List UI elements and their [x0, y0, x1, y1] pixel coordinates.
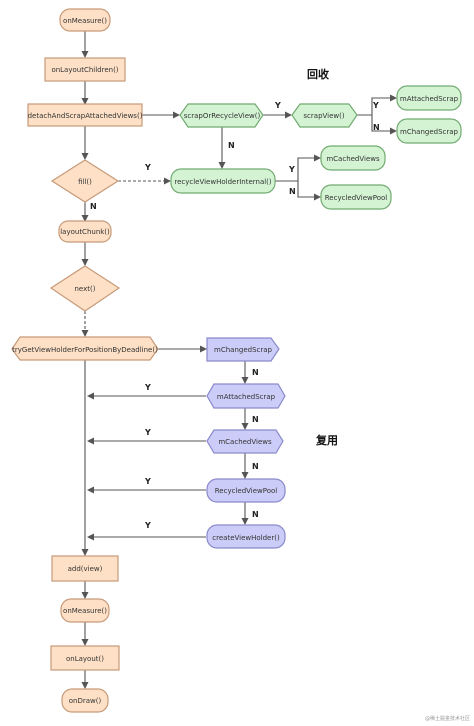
svg-text:mCachedViews: mCachedViews [326, 155, 380, 163]
node-recycle-mchangedscrap: mChangedScrap [396, 118, 462, 144]
svg-text:add(view): add(view) [68, 565, 103, 573]
node-ondraw: onDraw() [61, 688, 109, 713]
yes-label-cached: Y [288, 165, 295, 174]
svg-text:mChangedScrap: mChangedScrap [214, 346, 273, 354]
yes-label-reuse-1: Y [144, 383, 151, 392]
node-reuse-mchangedscrap: mChangedScrap [206, 337, 280, 362]
node-recycleviewholderinternal: recycleViewHolderInternal() [170, 168, 276, 194]
no-label-reuse-4: N [252, 510, 259, 519]
no-label-reuse-2: N [252, 415, 259, 424]
svg-text:RecycledViewPool: RecycledViewPool [325, 194, 388, 202]
no-label-changed: N [373, 123, 380, 132]
node-fill-decision: fill() [50, 159, 120, 203]
node-reuse-mattachedscrap: mAttachedScrap [206, 383, 286, 409]
node-onlayout: onLayout() [50, 645, 120, 671]
node-onlayoutchildren: onLayoutChildren() [44, 57, 126, 82]
svg-text:onLayoutChildren(): onLayoutChildren() [51, 66, 118, 74]
node-next-decision: next() [49, 265, 121, 312]
svg-text:tryGetViewHolderForPositionByD: tryGetViewHolderForPositionByDeadline() [12, 346, 158, 354]
svg-text:fill(): fill() [78, 178, 92, 186]
node-createviewholder: createViewHolder() [206, 524, 286, 549]
node-reuse-recycledviewpool: RecycledViewPool [206, 478, 286, 503]
node-recycle-mattachedscrap: mAttachedScrap [396, 85, 462, 111]
svg-text:next(): next() [75, 285, 96, 293]
svg-text:scrapOrRecycleView(): scrapOrRecycleView() [184, 112, 261, 120]
node-recycle-recycledviewpool: RecycledViewPool [320, 184, 392, 210]
svg-text:mAttachedScrap: mAttachedScrap [217, 393, 276, 401]
recycle-section-title: 回收 [307, 67, 329, 81]
no-label-fill: N [90, 202, 97, 211]
svg-text:createViewHolder(): createViewHolder() [212, 534, 280, 542]
svg-text:layoutChunk(): layoutChunk() [60, 228, 110, 236]
svg-text:onLayout(): onLayout() [66, 655, 104, 663]
no-label-recycle: N [228, 141, 235, 150]
yes-label-scrap: Y [274, 101, 281, 110]
reuse-section-title: 复用 [315, 433, 338, 447]
yes-label-attached: Y [372, 101, 379, 110]
svg-text:mChangedScrap: mChangedScrap [400, 128, 459, 136]
yes-label-reuse-3: Y [144, 477, 151, 486]
node-layoutchunk: layoutChunk() [58, 220, 112, 243]
node-detach-and-scrap: detachAndScrapAttachedViews() [27, 103, 143, 127]
svg-text:RecycledViewPool: RecycledViewPool [215, 487, 278, 495]
svg-text:onMeasure(): onMeasure() [63, 17, 107, 25]
node-recycle-mcachedviews: mCachedViews [320, 145, 386, 171]
no-label-reuse-1: N [252, 368, 259, 377]
node-trygetviewholder: tryGetViewHolderForPositionByDeadline() [11, 336, 159, 361]
reuse-edges [87, 345, 249, 541]
node-onmeasure-top: onMeasure() [59, 8, 111, 32]
node-scraporrecycleview: scrapOrRecycleView() [179, 103, 264, 128]
svg-text:onDraw(): onDraw() [69, 697, 102, 705]
svg-text:scrapView(): scrapView() [303, 112, 344, 120]
yes-label-reuse-4: Y [144, 521, 151, 530]
yes-label-reuse-2: Y [144, 428, 151, 437]
svg-text:onMeasure(): onMeasure() [63, 607, 107, 615]
node-reuse-mcachedviews: mCachedViews [206, 429, 284, 454]
recycle-edges [118, 94, 397, 201]
svg-text:mCachedViews: mCachedViews [218, 438, 272, 446]
svg-text:recycleViewHolderInternal(): recycleViewHolderInternal() [174, 178, 272, 186]
watermark: @稀土掘金技术社区 [425, 715, 470, 722]
no-label-pool: N [289, 187, 296, 196]
node-onmeasure-bottom: onMeasure() [60, 598, 110, 623]
edge-labels: Y Y N N Y Y N N N Y N Y N Y N Y [90, 101, 380, 530]
no-label-reuse-3: N [252, 462, 259, 471]
node-add-view: add(view) [51, 555, 119, 582]
yes-label-fill: Y [144, 163, 151, 172]
svg-text:detachAndScrapAttachedViews(): detachAndScrapAttachedViews() [28, 112, 143, 120]
svg-text:mAttachedScrap: mAttachedScrap [400, 95, 459, 103]
node-scrapview: scrapView() [291, 103, 358, 128]
